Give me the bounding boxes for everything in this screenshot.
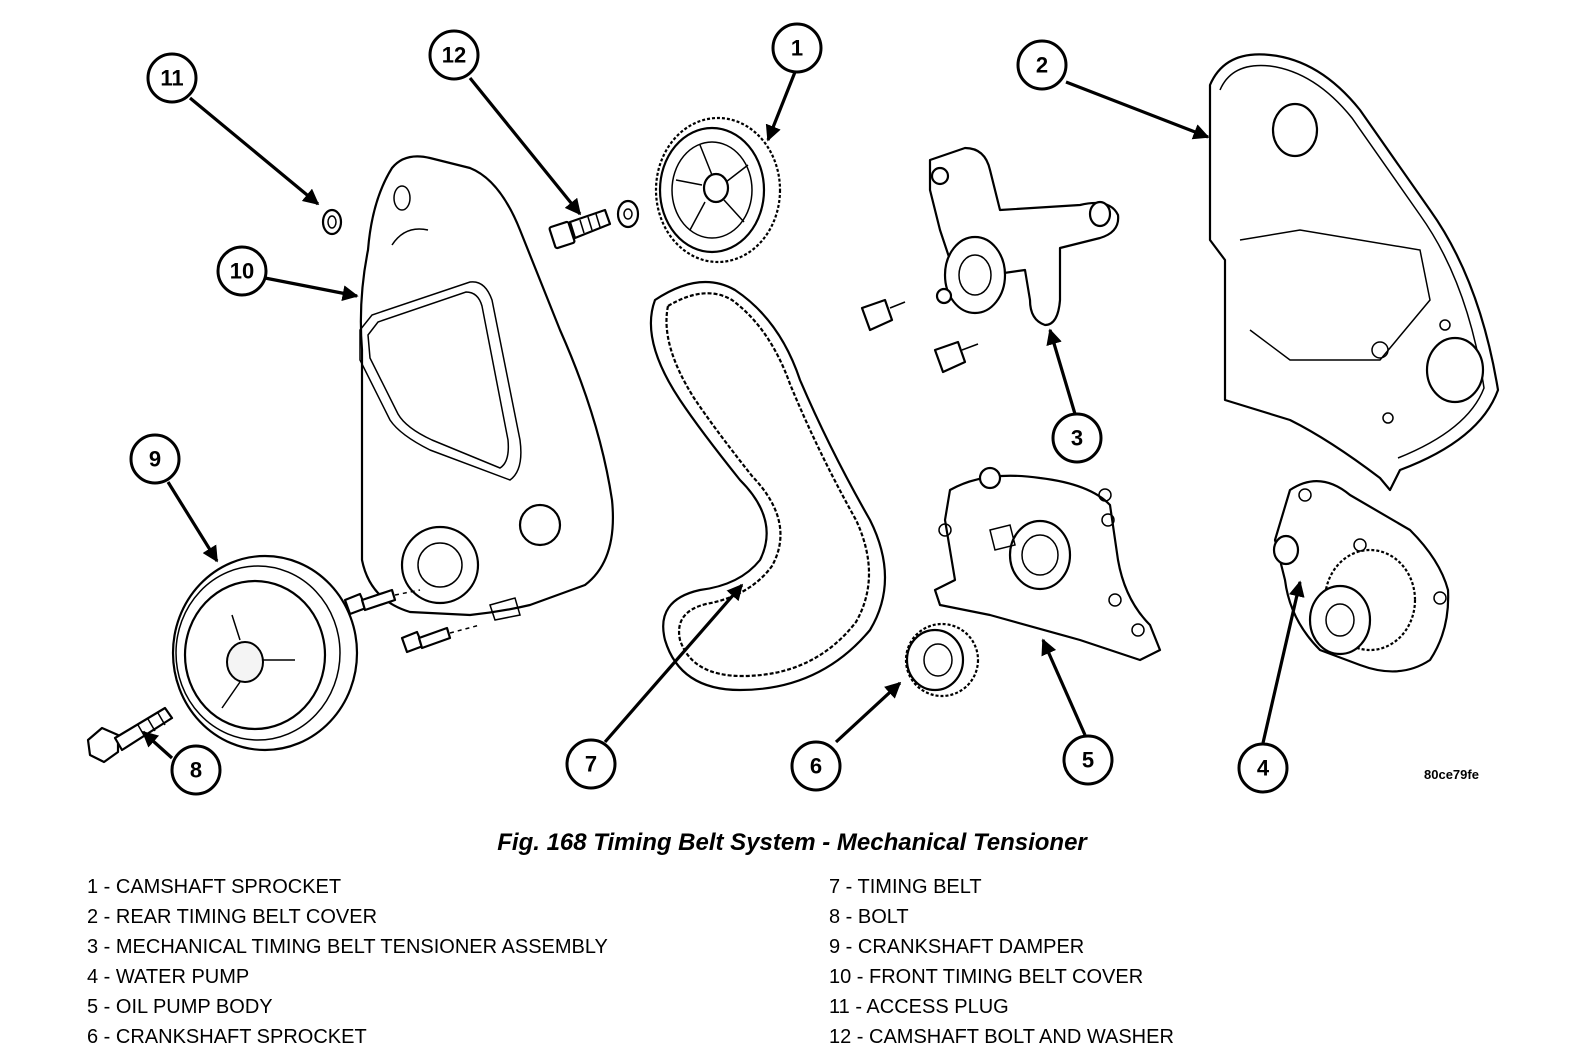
legend-item-3: 3 - MECHANICAL TIMING BELT TENSIONER ASS… [87,936,608,958]
callout-8: 8 [170,744,222,796]
legend-item-1: 1 - CAMSHAFT SPROCKET [87,876,342,898]
svg-text:9: 9 [149,447,161,472]
legend-item-10: 10 - FRONT TIMING BELT COVER [829,966,1144,988]
legend-item-8: 8 - BOLT [829,906,909,928]
legend-item-11: 11 - ACCESS PLUG [829,996,1009,1018]
callout-10: 10 [216,245,268,297]
rear-timing-belt-cover [1208,53,1500,492]
access-plug [321,208,343,236]
legend-item-12: 12 - CAMSHAFT BOLT AND WASHER [829,1026,1174,1048]
oil-pump-body [933,466,1162,662]
callout-5: 5 [1062,734,1114,786]
figure-caption: Fig. 168 Timing Belt System - Mechanical… [497,829,1087,856]
svg-text:1: 1 [791,36,803,61]
damper-bolt [86,706,174,764]
svg-text:12: 12 [442,43,466,68]
timing-belt-exploded-diagram: 1 2 3 4 5 6 7 8 9 10 11 12 [86,22,1500,796]
svg-text:6: 6 [810,754,822,779]
mechanical-tensioner-assembly [860,146,1120,374]
front-cover-bolts [343,588,481,654]
svg-text:8: 8 [190,758,202,783]
svg-text:2: 2 [1036,53,1048,78]
camshaft-bolt-and-washer [548,199,640,250]
water-pump [1272,480,1450,673]
camshaft-sprocket [654,116,782,264]
svg-text:10: 10 [230,259,254,284]
figure-reference-code: 80ce79fe [1424,767,1479,782]
callout-1: 1 [771,22,823,74]
legend-left-column: 1 - CAMSHAFT SPROCKET 2 - REAR TIMING BE… [87,872,608,1052]
timing-belt [649,280,886,692]
svg-text:5: 5 [1082,748,1094,773]
callout-11: 11 [146,52,198,104]
legend-item-6: 6 - CRANKSHAFT SPROCKET [87,1026,367,1048]
callout-9: 9 [129,433,181,485]
front-timing-belt-cover [359,155,614,621]
callout-6: 6 [790,740,842,792]
svg-text:3: 3 [1071,426,1083,451]
crankshaft-damper [171,554,359,752]
callout-2: 2 [1016,39,1068,91]
legend-right-column: 7 - TIMING BELT 8 - BOLT 9 - CRANKSHAFT … [829,872,1174,1052]
svg-text:7: 7 [585,752,597,777]
legend-item-5: 5 - OIL PUMP BODY [87,996,273,1018]
leader-lines [141,71,1305,760]
svg-text:4: 4 [1257,756,1270,781]
crankshaft-sprocket [904,622,980,698]
callout-12: 12 [428,29,480,81]
callout-3: 3 [1051,412,1103,464]
legend-item-4: 4 - WATER PUMP [87,966,250,988]
svg-text:11: 11 [160,66,183,91]
callout-4: 4 [1237,742,1289,794]
callout-7: 7 [565,738,617,790]
legend-item-7: 7 - TIMING BELT [829,876,982,898]
legend-item-2: 2 - REAR TIMING BELT COVER [87,906,378,928]
legend-item-9: 9 - CRANKSHAFT DAMPER [829,936,1085,958]
